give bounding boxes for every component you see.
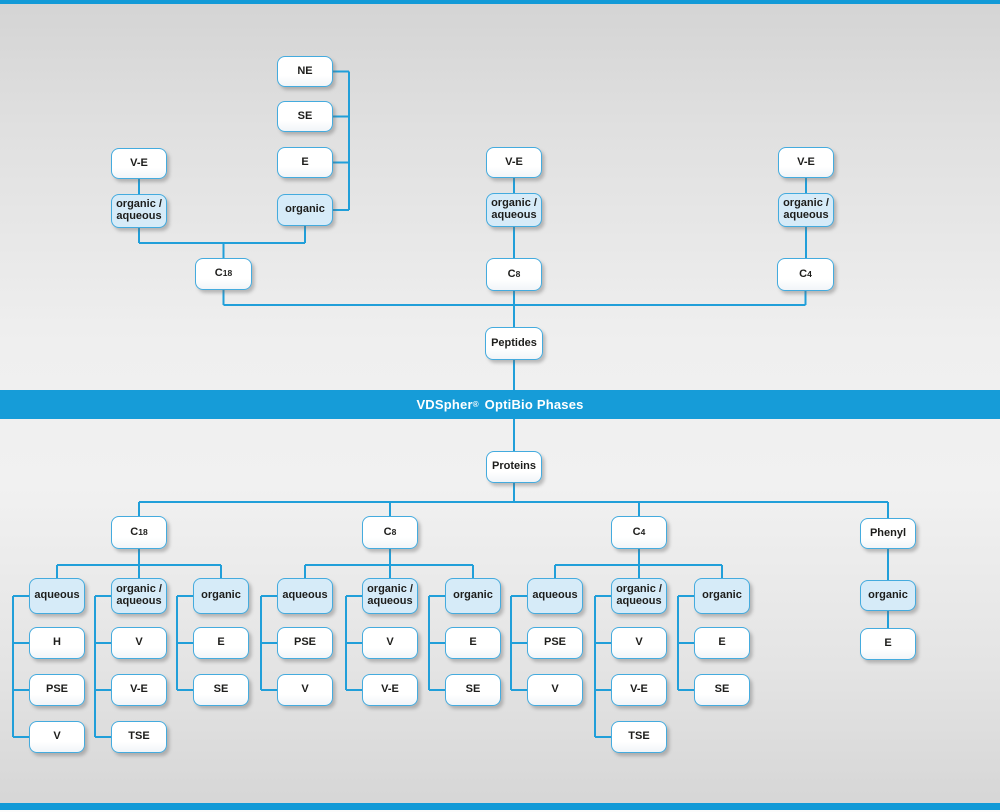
node-proteins-c18-oa-v: V [111,627,167,659]
node-proteins-c18-oa-tse: TSE [111,721,167,753]
node-proteins-c8-oa-ve: V-E [362,674,418,706]
banner-brand: VDSpher [416,397,473,412]
node-proteins-c4-org-se: SE [694,674,750,706]
node-peptides-c18-e: E [277,147,333,178]
node-proteins-c8-aqueous: aqueous [277,578,333,614]
node-proteins-c4-oa-v: V [611,627,667,659]
node-proteins-c8-aqueous-v: V [277,674,333,706]
node-proteins-c8-organic: organic [445,578,501,614]
node-peptides-c8-organic-aqueous: organic / aqueous [486,193,542,227]
node-proteins-c18-aqueous-pse: PSE [29,674,85,706]
node-peptides-c18-organic-aqueous: organic / aqueous [111,194,167,228]
node-proteins-c18-organic: organic [193,578,249,614]
node-proteins-c4-aqueous: aqueous [527,578,583,614]
node-peptides-c18-se: SE [277,101,333,132]
node-peptides-c4-ve: V-E [778,147,834,178]
node-proteins-c4-aqueous-pse: PSE [527,627,583,659]
node-proteins-c8-org-se: SE [445,674,501,706]
node-proteins-c8-oa-v: V [362,627,418,659]
node-proteins-root: Proteins [486,451,542,483]
node-proteins-c4-organic: organic [694,578,750,614]
node-proteins-c18-oa-ve: V-E [111,674,167,706]
node-proteins-c18-aqueous-h: H [29,627,85,659]
node-proteins-c4-aqueous-v: V [527,674,583,706]
node-proteins-phenyl: Phenyl [860,518,916,549]
node-proteins-c18-aqueous-v: V [29,721,85,753]
node-peptides-root: Peptides [485,327,543,360]
node-proteins-c8-aqueous-pse: PSE [277,627,333,659]
node-proteins-c4-org-e: E [694,627,750,659]
bottom-accent-bar [0,803,1000,810]
node-proteins-phenyl-org-e: E [860,628,916,660]
node-peptides-c18-ve: V-E [111,148,167,179]
node-proteins-phenyl-organic: organic [860,580,916,611]
node-proteins-c8-org-e: E [445,627,501,659]
banner-suffix: OptiBio Phases [484,397,584,412]
node-proteins-c4-oa-ve: V-E [611,674,667,706]
node-peptides-c4-organic-aqueous: organic / aqueous [778,193,834,227]
node-proteins-c8-organic-aqueous: organic / aqueous [362,578,418,614]
title-banner: VDSpher® OptiBio Phases [0,390,1000,419]
node-peptides-c18-ne: NE [277,56,333,87]
node-proteins-c4-organic-aqueous: organic / aqueous [611,578,667,614]
node-peptides-c8-ve: V-E [486,147,542,178]
node-proteins-c18-org-se: SE [193,674,249,706]
node-proteins-c18-org-e: E [193,627,249,659]
node-proteins-c18-organic-aqueous: organic / aqueous [111,578,167,614]
node-peptides-c18-organic: organic [277,194,333,226]
top-accent-bar [0,0,1000,4]
node-proteins-c4-oa-tse: TSE [611,721,667,753]
node-proteins-c18-aqueous: aqueous [29,578,85,614]
bottom-white-strip [0,810,1000,812]
